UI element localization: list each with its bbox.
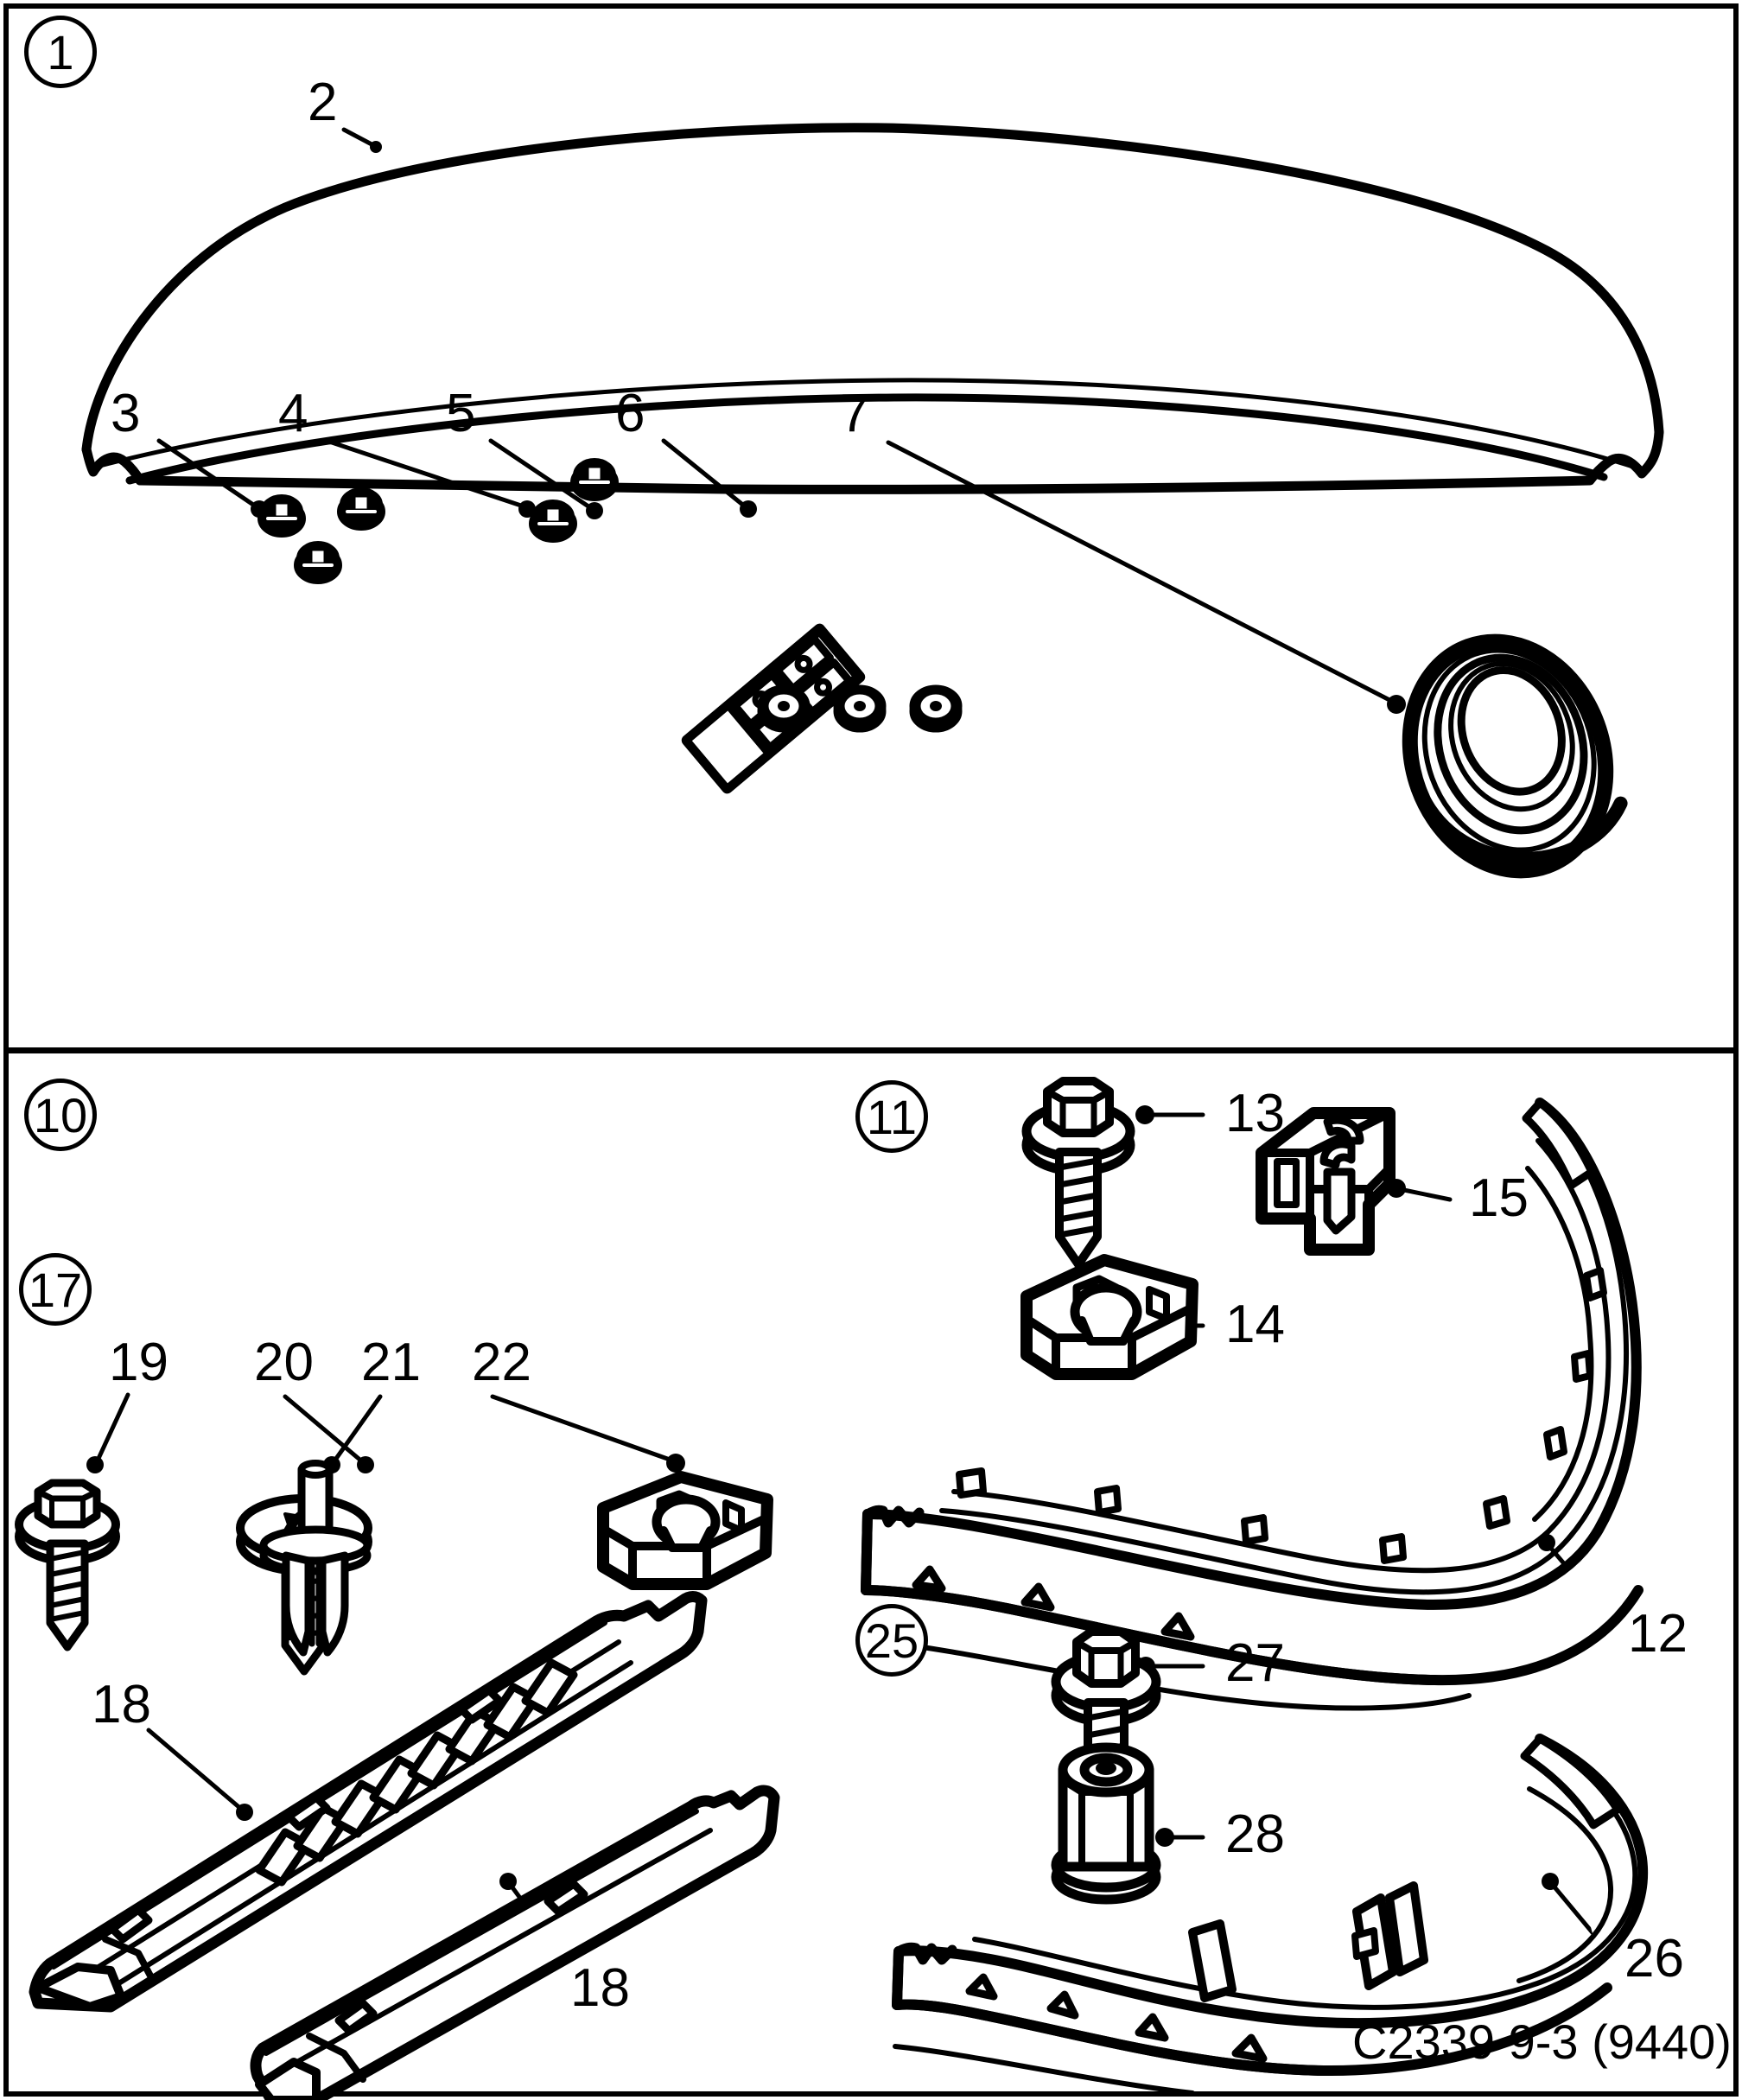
diagram-outer-frame <box>3 3 1739 2097</box>
callout-label-5: 5 <box>446 384 476 443</box>
group-label-10: 10 <box>24 1079 97 1151</box>
callout-label-27: 27 <box>1225 1633 1285 1693</box>
callout-label-15: 15 <box>1469 1168 1529 1228</box>
callout-label-4: 4 <box>278 384 308 443</box>
callout-label-14: 14 <box>1225 1295 1285 1354</box>
callout-label-6: 6 <box>615 384 645 443</box>
callout-label-21: 21 <box>361 1333 421 1392</box>
callout-label-28: 28 <box>1225 1804 1285 1864</box>
callout-label-20: 20 <box>254 1333 314 1392</box>
callout-label-22: 22 <box>472 1333 531 1392</box>
callout-label-2: 2 <box>308 73 338 132</box>
callout-label-26: 26 <box>1624 1929 1684 1989</box>
callout-label-3: 3 <box>111 384 141 443</box>
callout-label-19: 19 <box>109 1333 168 1392</box>
callout-label-18-upper: 18 <box>92 1675 151 1734</box>
callout-label-18-lower: 18 <box>570 1958 630 2018</box>
group-label-17: 17 <box>19 1253 92 1326</box>
callout-label-12: 12 <box>1628 1604 1688 1664</box>
callout-label-7: 7 <box>840 384 870 443</box>
panel-horizontal-divider <box>9 1047 1733 1053</box>
group-label-25: 25 <box>855 1604 928 1677</box>
group-label-1: 1 <box>24 16 97 88</box>
diagram-caption: C2339 9-3 (9440) <box>1352 2014 1732 2069</box>
callout-label-13: 13 <box>1225 1084 1285 1143</box>
group-label-11: 11 <box>855 1080 928 1153</box>
